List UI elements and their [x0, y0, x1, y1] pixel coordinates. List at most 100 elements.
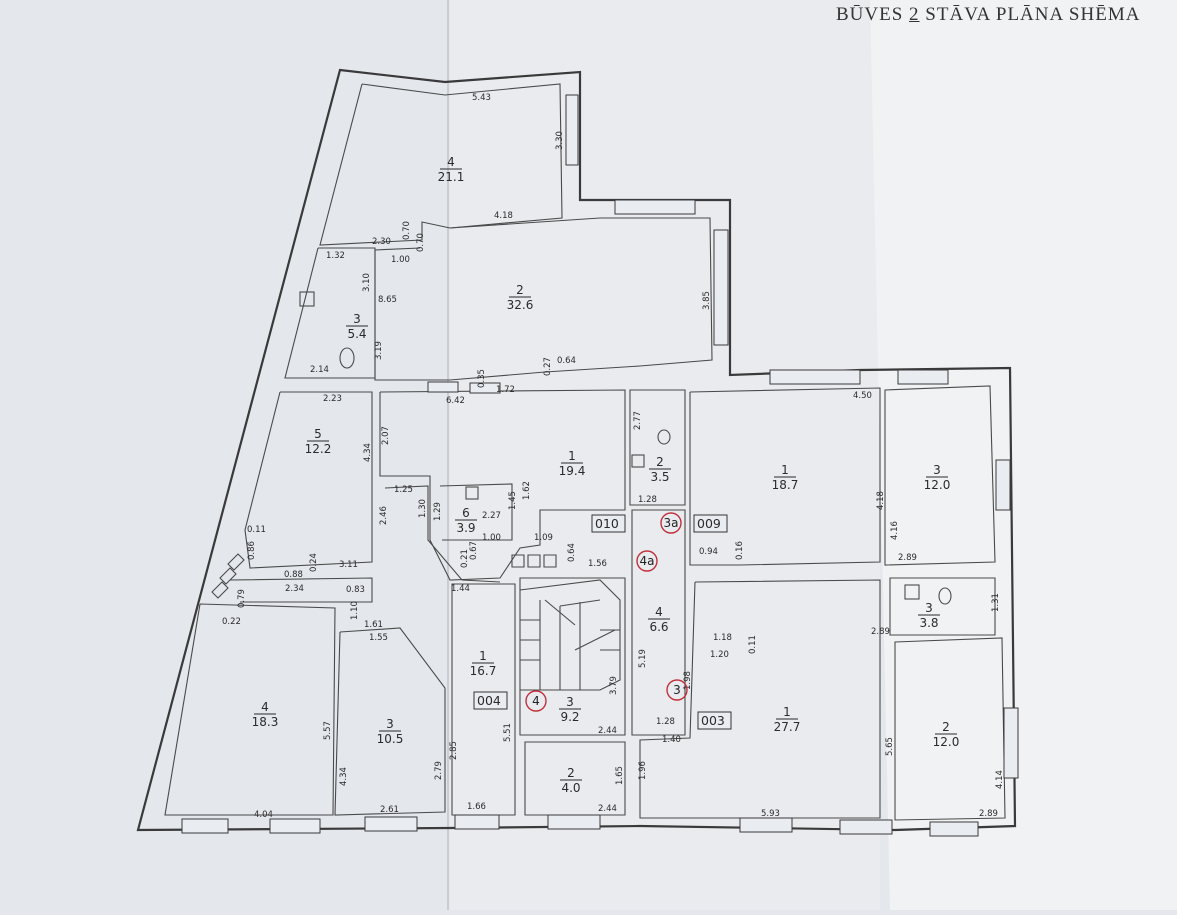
dimension-label: 1.45	[508, 491, 518, 510]
dimension-label: 0.64	[567, 543, 577, 562]
dimension-label: 1.44	[451, 584, 470, 594]
dimension-label: 1.56	[588, 559, 607, 569]
room-area: 21.1	[438, 170, 465, 184]
room-number: 3	[386, 717, 394, 731]
room-number: 4	[261, 700, 269, 714]
room-number: 4	[655, 605, 663, 619]
dimension-label: 2.77	[633, 411, 643, 430]
room-number: 1	[781, 463, 789, 477]
vent-shafts	[211, 553, 557, 599]
dimension-label: 2.44	[598, 804, 617, 814]
room-label-r6: 63.9	[455, 506, 477, 535]
entrance-marker-4: 4	[525, 690, 547, 712]
dimension-labels: 5.433.304.182.300.700.701.001.323.108.65…	[222, 93, 1005, 820]
dimension-label: 6.42	[446, 396, 465, 406]
room-number: 1	[783, 705, 791, 719]
dimension-label: 2.61	[380, 805, 399, 815]
dimension-label: 4.34	[339, 767, 349, 786]
dimension-label: 3.19	[374, 341, 384, 360]
dimension-label: 2.44	[598, 726, 617, 736]
dimension-label: 2.14	[310, 365, 329, 375]
toilet-icon	[339, 347, 355, 369]
dimension-label: 1.98	[683, 671, 693, 690]
dimension-label: 0.24	[309, 553, 319, 572]
dimension-label: 1.00	[391, 255, 410, 265]
sink-icon	[465, 486, 479, 500]
paper-panel-right	[870, 0, 1177, 910]
dimension-label: 4.18	[876, 491, 886, 510]
room-label-r1big: 127.7	[774, 705, 801, 734]
room-number: 3	[933, 463, 941, 477]
dimension-label: 2.30	[372, 237, 391, 247]
room-area: 3.5	[650, 470, 669, 484]
room-area: 3.9	[456, 521, 475, 535]
dimension-label: 1.18	[713, 633, 732, 643]
room-label-r4top: 421.1	[438, 155, 465, 184]
dimension-label: 5.57	[323, 721, 333, 740]
toilet-icon	[938, 587, 952, 605]
dimension-label: 0.64	[557, 356, 576, 366]
dimension-label: 1.65	[615, 766, 625, 785]
dimension-label: 1.72	[496, 385, 515, 395]
room-label-r1stair: 116.7	[470, 649, 497, 678]
room-number: 1	[479, 649, 487, 663]
dimension-label: 2.89	[871, 627, 890, 637]
room-area: 18.7	[772, 478, 799, 492]
sink-icon	[299, 291, 315, 307]
dimension-label: 8.65	[378, 295, 397, 305]
marker-text: 3a	[664, 516, 679, 530]
marker-circle	[660, 512, 682, 534]
marker-text: 4	[532, 694, 540, 708]
dimension-label: 1.66	[467, 802, 486, 812]
dimension-label: 1.55	[369, 633, 388, 643]
dimension-label: 1.96	[638, 761, 648, 780]
dimension-label: 1.61	[364, 620, 383, 630]
dimension-label: 1.29	[433, 502, 443, 521]
code-text: 004	[477, 693, 501, 708]
room-area: 3.8	[919, 616, 938, 630]
dimension-label: 0.70	[402, 221, 412, 240]
dimension-label: 0.16	[735, 541, 745, 560]
room-label-r1right: 118.7	[772, 463, 799, 492]
dimension-label: 3.85	[702, 291, 712, 310]
room-area: 32.6	[507, 298, 534, 312]
room-label-r1mid: 119.4	[559, 449, 586, 478]
room-area: 12.0	[933, 735, 960, 749]
room-label-r2far: 212.0	[933, 720, 960, 749]
room-number: 5	[314, 427, 322, 441]
dimension-label: 1.25	[394, 485, 413, 495]
code-text: 003	[701, 713, 725, 728]
dimension-label: 1.09	[534, 533, 553, 543]
dimension-label: 2.79	[434, 761, 444, 780]
dimension-label: 3.30	[555, 131, 565, 150]
code-text: 010	[595, 516, 619, 531]
room-number: 3	[925, 601, 933, 615]
room-label-r3small: 33.8	[918, 601, 940, 630]
dimension-label: 1.10	[350, 601, 360, 620]
dimension-label: 4.50	[853, 391, 872, 401]
room-area: 27.7	[774, 720, 801, 734]
room-area: 4.0	[561, 781, 580, 795]
code-text: 009	[697, 516, 721, 531]
dimension-label: 0.79	[237, 589, 247, 608]
dimension-label: 5.19	[638, 649, 648, 668]
apartment-code-010: 010	[591, 514, 626, 533]
room-area: 10.5	[377, 732, 404, 746]
apartment-code-004: 004	[473, 691, 508, 710]
dimension-label: 5.93	[761, 809, 780, 819]
room-area: 9.2	[560, 710, 579, 724]
room-label-r3low: 310.5	[377, 717, 404, 746]
room-number: 3	[353, 312, 361, 326]
dimension-label: 5.65	[885, 737, 895, 756]
room-area: 16.7	[470, 664, 497, 678]
dimension-label: 1.20	[710, 650, 729, 660]
room-label-r4hall: 46.6	[648, 605, 670, 634]
dimension-label: 2.34	[285, 584, 304, 594]
marker-circle	[525, 690, 547, 712]
room-number: 4	[447, 155, 455, 169]
marker-circle	[636, 550, 658, 572]
dimension-label: 0.94	[699, 547, 718, 557]
dimension-label: 1.40	[662, 735, 681, 745]
dimension-label: 2.07	[381, 426, 391, 445]
